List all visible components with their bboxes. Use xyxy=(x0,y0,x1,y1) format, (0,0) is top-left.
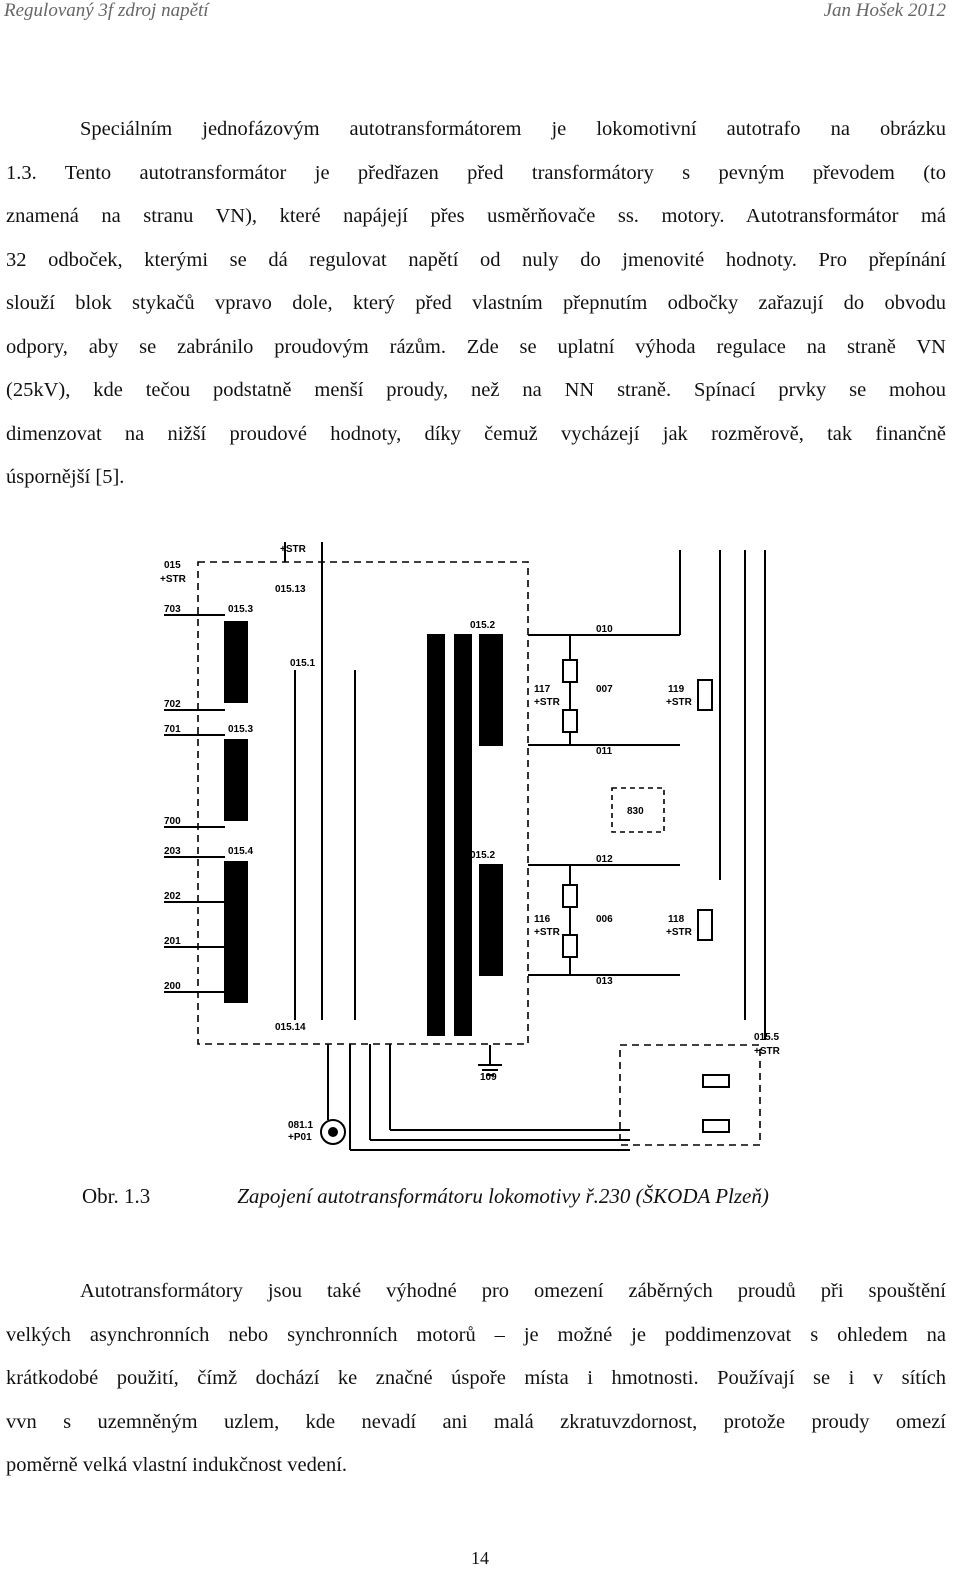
label-117: 117 xyxy=(534,684,551,695)
label-str-left: +STR xyxy=(160,574,187,585)
text-line: Speciálním jednofázovým autotransformáto… xyxy=(80,118,946,140)
text-line: slouží blok stykačů vpravo dole, který p… xyxy=(6,292,946,314)
label-700: 700 xyxy=(164,816,181,827)
label-116: 116 xyxy=(534,914,551,925)
label-203: 203 xyxy=(164,846,181,857)
label-109: 109 xyxy=(480,1072,497,1083)
label-117-str: +STR xyxy=(534,697,561,708)
label-202: 202 xyxy=(164,891,181,902)
label-006: 006 xyxy=(596,914,613,925)
figure-caption: Obr. 1.3 Zapojení autotransformátoru lok… xyxy=(82,1184,769,1209)
header-title: Regulovaný 3f zdroj napětí xyxy=(4,0,209,21)
label-015-4: 015.4 xyxy=(228,846,253,857)
caption-title: Zapojení autotransformátoru lokomotivy ř… xyxy=(237,1184,769,1208)
label-015-1: 015.1 xyxy=(290,658,315,669)
label-702: 702 xyxy=(164,699,181,710)
text-line: 1.3. Tento autotransformátor je předřaze… xyxy=(6,161,946,184)
label-015-3a: 015.3 xyxy=(228,604,253,615)
label-703: 703 xyxy=(164,604,181,615)
text-line: odpory, aby se zabránilo proudovým rázům… xyxy=(6,335,946,358)
paragraph-autotransformers: Autotransformátory jsou také výhodné pro… xyxy=(6,1270,946,1488)
label-118: 118 xyxy=(668,914,685,925)
text-line: poměrně velká vlastní indukčnost vedení. xyxy=(6,1454,348,1476)
text-line: 32 odboček, kterými se dá regulovat napě… xyxy=(6,248,946,271)
page-header: Regulovaný 3f zdroj napětí Jan Hošek 201… xyxy=(0,0,960,26)
label-200: 200 xyxy=(164,981,181,992)
label-015-2a: 015.2 xyxy=(470,620,495,631)
label-013: 013 xyxy=(596,976,613,987)
label-701: 701 xyxy=(164,724,181,735)
text-line: (25kV), kde tečou podstatně menší proudy… xyxy=(6,379,946,401)
caption-number: Obr. 1.3 xyxy=(82,1184,151,1208)
label-010: 010 xyxy=(596,624,613,635)
text-line: úspornější [5]. xyxy=(6,466,125,488)
label-p01: +P01 xyxy=(288,1132,312,1143)
label-015-13: 015.13 xyxy=(275,584,306,595)
label-830: 830 xyxy=(627,806,644,817)
header-author: Jan Hošek 2012 xyxy=(823,0,946,21)
label-top-str: +STR xyxy=(280,544,307,555)
text-line: vvn s uzemněným uzlem, kde nevadí ani ma… xyxy=(6,1410,946,1433)
label-119-str: +STR xyxy=(666,697,693,708)
label-012: 012 xyxy=(596,854,613,865)
label-118-str: +STR xyxy=(666,927,693,938)
text-line: znamená na stranu VN), které napájejí př… xyxy=(6,205,946,227)
label-007: 007 xyxy=(596,684,613,695)
text-line: Autotransformátory jsou také výhodné pro… xyxy=(80,1280,946,1302)
label-015-3b: 015.3 xyxy=(228,724,253,735)
page-number: 14 xyxy=(471,1548,489,1568)
label-015-14: 015.14 xyxy=(275,1022,306,1033)
text-line: dimenzovat na nižší proudové hodnoty, dí… xyxy=(6,422,946,445)
label-015-5: 015.5 xyxy=(754,1032,779,1043)
label-015-5-str: +STR xyxy=(754,1046,781,1057)
label-015: 015 xyxy=(164,560,181,571)
circuit-diagram-svg: +STR 015 +STR 703 702 701 700 203 202 20… xyxy=(160,542,781,1151)
paragraph-intro: Speciálním jednofázovým autotransformáto… xyxy=(6,108,946,500)
circuit-diagram: +STR 015 +STR 703 702 701 700 203 202 20… xyxy=(150,540,800,1170)
label-119: 119 xyxy=(668,684,685,695)
text-line: krátkodobé použití, čímž dochází ke znač… xyxy=(6,1367,946,1389)
label-201: 201 xyxy=(164,936,181,947)
label-011: 011 xyxy=(596,746,613,757)
label-116-str: +STR xyxy=(534,927,561,938)
text-line: velkých asynchronních nebo synchronních … xyxy=(6,1323,946,1346)
label-015-2b: 015.2 xyxy=(470,850,495,861)
label-081: 081.1 xyxy=(288,1120,313,1131)
